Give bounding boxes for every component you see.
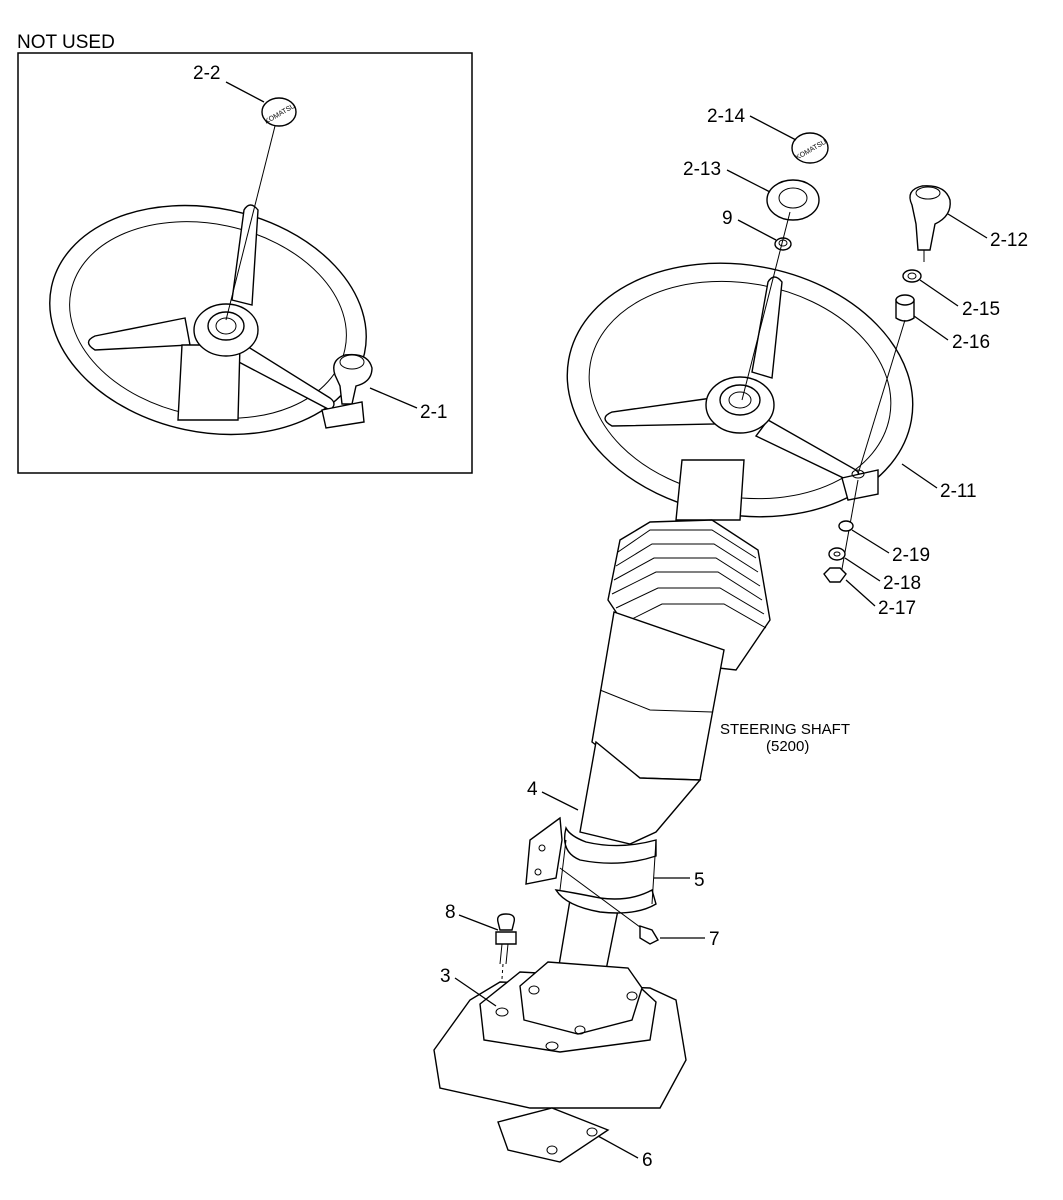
- knob-2-12: [909, 185, 951, 262]
- bolt-7: [559, 867, 659, 945]
- band-5: [554, 825, 657, 914]
- callout-2-12: 2-12: [990, 230, 1028, 251]
- callout-2-1: 2-1: [420, 402, 447, 423]
- callout-2-15: 2-15: [962, 299, 1000, 320]
- not-used-label: NOT USED: [17, 32, 115, 53]
- ring-2-13: [766, 179, 820, 221]
- washer-2-15: [902, 269, 922, 283]
- callout-2-11: 2-11: [940, 481, 977, 502]
- callout-2-14: 2-14: [707, 106, 745, 127]
- plate-6: [497, 1107, 610, 1163]
- bracket-4: [525, 816, 563, 885]
- nut-2-17: [823, 567, 847, 583]
- note-steering-shaft-code: (5200): [766, 738, 809, 755]
- cap-2-14: KOMATSU: [791, 132, 829, 164]
- callout-2-2: 2-2: [193, 63, 220, 84]
- callout-7: 7: [709, 929, 720, 950]
- callout-3: 3: [440, 966, 451, 987]
- callout-5: 5: [694, 870, 705, 891]
- callout-2-17: 2-17: [878, 598, 916, 619]
- callout-2-18: 2-18: [883, 573, 921, 594]
- note-steering-shaft: STEERING SHAFT: [720, 721, 850, 738]
- steering-column: [551, 459, 771, 1008]
- callout-2-16: 2-16: [952, 332, 990, 353]
- callout-6: 6: [642, 1150, 653, 1171]
- not-used-frame: [17, 52, 473, 474]
- callout-2-13: 2-13: [683, 159, 721, 180]
- inset-steering-wheel: KOMATSU: [49, 97, 373, 436]
- horn-cap-2-2: [261, 97, 297, 127]
- callout-8: 8: [445, 902, 456, 923]
- callout-2-19: 2-19: [892, 545, 930, 566]
- collar-2-16: [895, 294, 915, 322]
- washer-2-18: [828, 547, 846, 561]
- main-steering-wheel: [566, 262, 914, 518]
- base-3: [433, 961, 687, 1109]
- washer-2-19: [838, 520, 854, 532]
- callout-4: 4: [527, 779, 538, 800]
- callout-9: 9: [722, 208, 733, 229]
